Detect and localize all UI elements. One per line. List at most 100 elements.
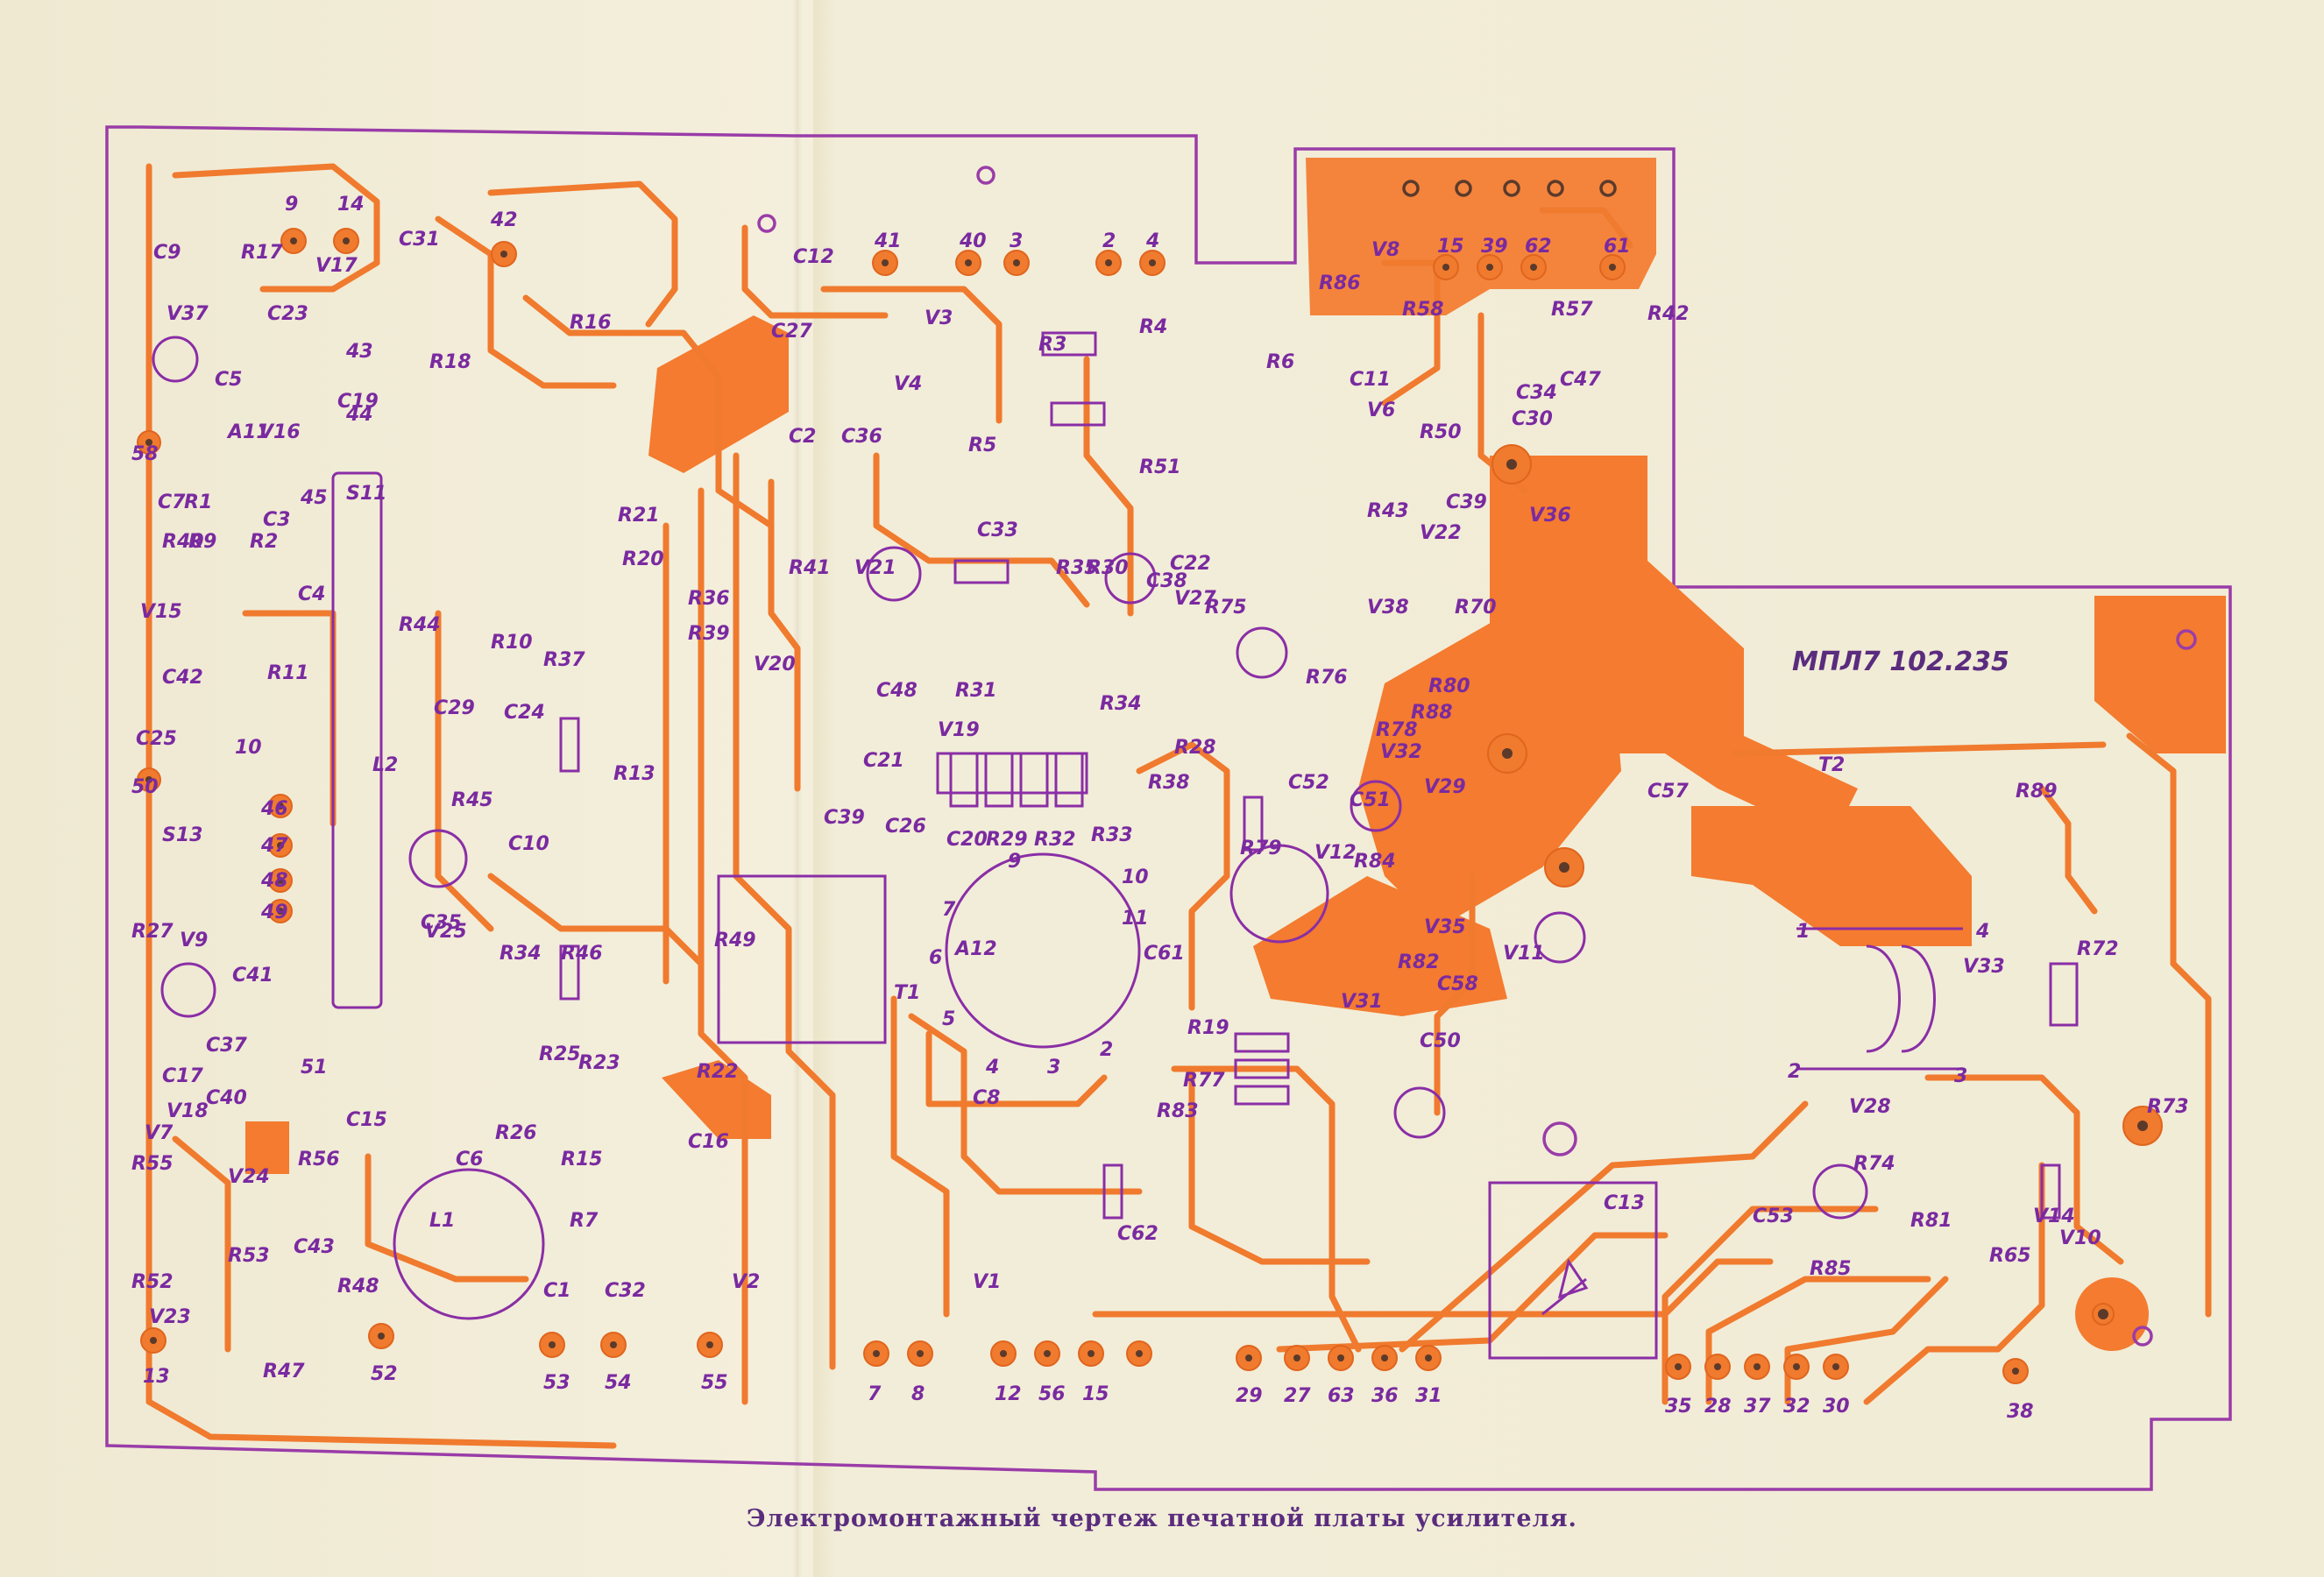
component-designator: C38 — [1146, 570, 1187, 592]
coil-pin: 3 — [1047, 1057, 1060, 1078]
terminal-number: 53 — [543, 1372, 570, 1394]
component-designator: S11 — [346, 483, 386, 505]
terminal-number: 31 — [1415, 1385, 1442, 1407]
terminal-number: 61 — [1604, 236, 1631, 258]
component-designator: C62 — [1117, 1223, 1158, 1245]
component-designator: C33 — [977, 520, 1018, 541]
component-designator: C22 — [1170, 553, 1211, 575]
terminal-number: 52 — [371, 1363, 398, 1385]
component-designator: L2 — [372, 754, 398, 776]
component-designator: V3 — [925, 308, 953, 329]
component-designator: C50 — [1420, 1030, 1461, 1052]
component-designator: C10 — [508, 833, 549, 855]
component-designator: R21 — [618, 505, 660, 527]
component-designator: C24 — [504, 702, 545, 724]
component-designator: R73 — [2147, 1096, 2189, 1118]
component-designator: V27 — [1174, 588, 1216, 610]
component-designator: C48 — [876, 680, 918, 702]
component-designator: C30 — [1512, 408, 1553, 430]
terminal-number: 38 — [2007, 1401, 2034, 1423]
component-designator: R32 — [1034, 829, 1076, 851]
component-designator: C47 — [1560, 369, 1601, 391]
transformer-pin: 2 — [1788, 1061, 1801, 1083]
component-designator: V19 — [938, 719, 980, 741]
component-designator: R83 — [1157, 1100, 1199, 1122]
component-designator: V8 — [1371, 239, 1399, 261]
transformer-pin: 4 — [1975, 921, 1989, 943]
component-designator: R40 — [162, 531, 204, 553]
terminal-number: 36 — [1371, 1385, 1399, 1407]
component-designator: C39 — [824, 807, 865, 829]
terminal-number: 45 — [300, 487, 328, 509]
component-designator: R31 — [955, 680, 997, 702]
component-designator: R43 — [1367, 500, 1409, 522]
terminal-number: 51 — [301, 1057, 328, 1078]
component-designator: V17 — [315, 255, 358, 277]
component-designator: C57 — [1647, 781, 1689, 803]
component-designator: C8 — [973, 1087, 1000, 1109]
component-designator: C6 — [456, 1149, 483, 1170]
component-designator: R19 — [1187, 1017, 1229, 1039]
component-designator: R35 — [1056, 557, 1098, 579]
component-designator: R81 — [1910, 1210, 1952, 1232]
terminal-number: 44 — [345, 404, 373, 426]
component-designator: L1 — [429, 1210, 455, 1232]
component-designator: C35 — [421, 912, 462, 934]
component-designator: R55 — [131, 1153, 174, 1175]
terminal-number: 7 — [868, 1383, 882, 1405]
component-designator: V14 — [2033, 1206, 2075, 1227]
component-designator: V4 — [894, 373, 922, 395]
terminal-number: 40 — [959, 230, 987, 252]
terminal-number: 12 — [995, 1383, 1022, 1405]
component-designator: R13 — [613, 763, 655, 785]
coil-pin: 4 — [985, 1057, 999, 1078]
component-designator: C40 — [206, 1087, 247, 1109]
component-designator: C53 — [1753, 1206, 1794, 1227]
component-designator: V2 — [732, 1271, 760, 1293]
transformer-pin: 3 — [1954, 1065, 1967, 1087]
terminal-number: 58 — [131, 443, 159, 465]
component-designator: C32 — [605, 1280, 646, 1302]
component-designator: C25 — [136, 728, 177, 750]
component-designator: R3 — [1038, 334, 1066, 356]
component-designator: V11 — [1503, 943, 1545, 965]
component-designator: A11 — [226, 421, 270, 443]
component-designator: C51 — [1350, 789, 1391, 811]
component-designator: C19 — [337, 391, 379, 413]
component-designator: R11 — [267, 662, 309, 684]
terminal-number: 4 — [1145, 230, 1159, 252]
component-designator: V16 — [259, 421, 301, 443]
component-designator: R34 — [500, 943, 542, 965]
component-designator: R6 — [1266, 351, 1294, 373]
component-designator: V36 — [1529, 505, 1571, 527]
component-designator: C58 — [1437, 973, 1478, 995]
terminal-number: 50 — [131, 776, 159, 798]
component-designator: R4 — [1139, 316, 1167, 338]
coil-pin: 9 — [1008, 851, 1021, 873]
component-designator: C34 — [1516, 382, 1557, 404]
coil-pin: 7 — [942, 899, 956, 921]
component-designator: C42 — [162, 667, 203, 689]
component-designator: R23 — [578, 1052, 620, 1074]
component-designator: T2 — [1818, 754, 1845, 776]
copper-pours — [245, 158, 2226, 1351]
component-designator: R58 — [1402, 299, 1444, 321]
component-designator: R41 — [789, 557, 831, 579]
component-designator: C61 — [1144, 943, 1185, 965]
component-designator: C26 — [885, 816, 926, 838]
component-designator: V9 — [180, 930, 208, 951]
component-designator: V37 — [167, 303, 209, 325]
component-designator: C15 — [346, 1109, 387, 1131]
component-designator: V32 — [1380, 741, 1422, 763]
component-designator: C16 — [688, 1131, 729, 1153]
component-designator: V21 — [854, 557, 896, 579]
coil-pin: 5 — [942, 1008, 955, 1030]
component-designator: R33 — [1091, 824, 1133, 846]
component-designator: R1 — [184, 491, 212, 513]
component-designator: V10 — [2059, 1227, 2101, 1249]
